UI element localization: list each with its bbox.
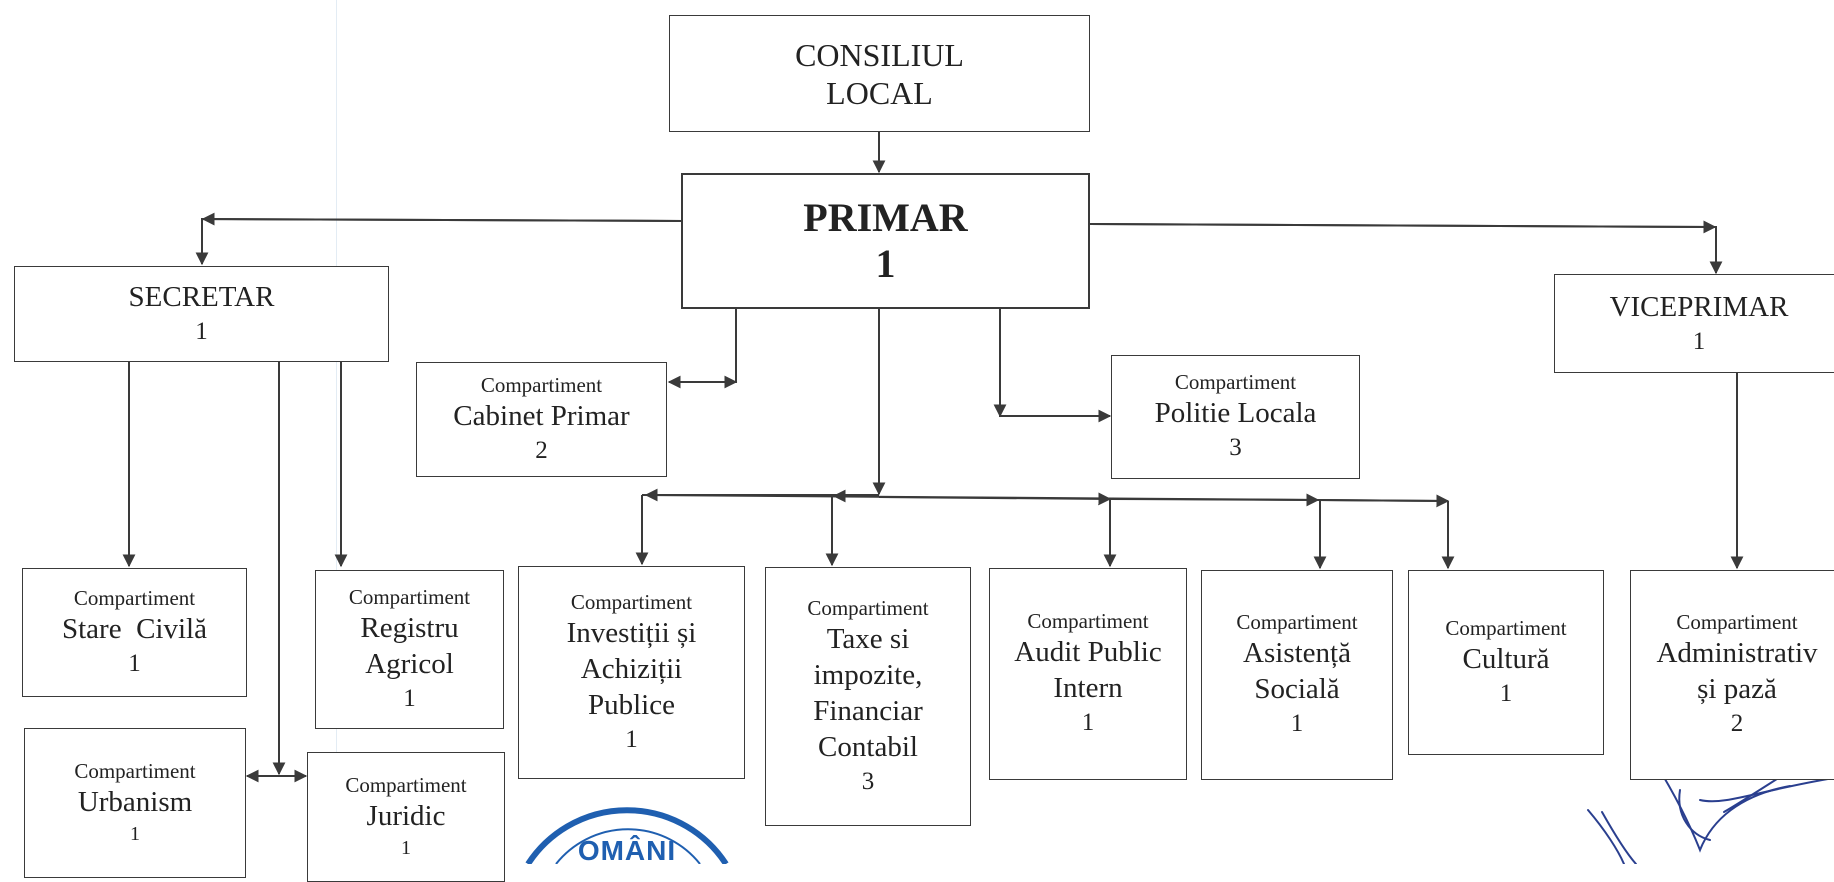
compartiment-label: Compartiment	[1676, 610, 1798, 634]
administrativ-count: 2	[1730, 710, 1744, 737]
taxe-line1: Taxe si	[826, 622, 910, 655]
cultura-count: 1	[1499, 679, 1513, 707]
juridic-name: Juridic	[366, 800, 446, 832]
compartiment-label: Compartiment	[1174, 370, 1297, 394]
secretar-count: 1	[195, 318, 208, 345]
politie-locala-box: Compartiment Politie Locala 3	[1111, 355, 1360, 479]
viceprimar-count: 1	[1692, 327, 1706, 355]
politie-count: 3	[1229, 434, 1242, 461]
cabinet-name: Cabinet Primar	[453, 399, 630, 432]
compartiment-label: Compartiment	[74, 759, 196, 783]
taxe-count: 3	[861, 767, 875, 795]
cultura-name: Cultură	[1462, 642, 1550, 675]
consiliul-line2: LOCAL	[826, 74, 933, 111]
primar-count: 1	[875, 241, 896, 286]
juridic-box: Compartiment Juridic 1	[307, 752, 505, 882]
registru-line2: Agricol	[365, 647, 454, 680]
consiliul-line1: CONSILIUL	[795, 36, 964, 73]
investitii-box: Compartiment Investiții și Achiziții Pub…	[518, 566, 745, 779]
investitii-line2: Achiziții	[580, 652, 683, 685]
secretar-title: SECRETAR	[128, 281, 275, 313]
asistenta-line1: Asistență	[1243, 637, 1351, 669]
consiliul-local-box: CONSILIUL LOCAL	[669, 15, 1090, 132]
viceprimar-box: VICEPRIMAR 1	[1554, 274, 1834, 373]
stare-civila-name: Stare Civilă	[62, 612, 207, 645]
cabinet-count: 2	[535, 436, 548, 464]
audit-line2: Intern	[1053, 672, 1123, 704]
stare-civila-count: 1	[128, 649, 141, 677]
asistenta-line2: Socială	[1254, 673, 1340, 705]
taxe-line3: Financiar	[813, 694, 923, 727]
compartiment-label: Compartiment	[1236, 610, 1358, 634]
urbanism-name: Urbanism	[77, 786, 193, 818]
compartiment-label: Compartiment	[480, 372, 603, 397]
administrativ-line2: și pază	[1697, 673, 1777, 705]
compartiment-label: Compartiment	[1027, 609, 1149, 633]
compartiment-label: Compartiment	[570, 589, 693, 614]
seal-text: OMÂNI	[578, 835, 676, 864]
seal-stamp: OMÂNI	[525, 807, 729, 864]
taxe-line2: impozite,	[813, 658, 923, 691]
juridic-count: 1	[401, 837, 411, 859]
cultura-box: Compartiment Cultură 1	[1408, 570, 1604, 755]
compartiment-label: Compartiment	[73, 585, 196, 610]
registru-count: 1	[403, 684, 416, 712]
taxe-box: Compartiment Taxe si impozite, Financiar…	[765, 567, 971, 826]
primar-title: PRIMAR	[803, 195, 968, 240]
compartiment-label: Compartiment	[348, 584, 471, 609]
registru-line1: Registru	[360, 611, 459, 644]
investitii-line3: Publice	[588, 688, 675, 721]
page-edge-line	[336, 0, 337, 864]
secretar-box: SECRETAR 1	[14, 266, 389, 362]
compartiment-label: Compartiment	[345, 773, 467, 797]
compartiment-label: Compartiment	[807, 595, 929, 620]
connector-lines: OMÂNI	[122, 132, 1834, 864]
urbanism-box: Compartiment Urbanism 1	[24, 728, 246, 878]
audit-line1: Audit Public	[1014, 636, 1162, 668]
investitii-count: 1	[625, 725, 638, 753]
asistenta-count: 1	[1290, 710, 1304, 737]
asistenta-sociala-box: Compartiment Asistență Socială 1	[1201, 570, 1393, 780]
viceprimar-title: VICEPRIMAR	[1609, 290, 1789, 323]
registru-agricol-box: Compartiment Registru Agricol 1	[315, 570, 504, 729]
compartiment-label: Compartiment	[1445, 615, 1567, 640]
primar-box: PRIMAR 1	[681, 173, 1090, 309]
audit-public-box: Compartiment Audit Public Intern 1	[989, 568, 1187, 780]
stare-civila-box: Compartiment Stare Civilă 1	[22, 568, 247, 697]
cabinet-primar-box: Compartiment Cabinet Primar 2	[416, 362, 667, 477]
investitii-line1: Investiții și	[566, 616, 697, 649]
urbanism-count: 1	[130, 823, 140, 845]
administrativ-box: Compartiment Administrativ și pază 2	[1630, 570, 1834, 780]
taxe-line4: Contabil	[818, 730, 918, 763]
administrativ-line1: Administrativ	[1656, 637, 1818, 669]
audit-count: 1	[1081, 709, 1095, 736]
politie-name: Politie Locala	[1154, 397, 1317, 429]
